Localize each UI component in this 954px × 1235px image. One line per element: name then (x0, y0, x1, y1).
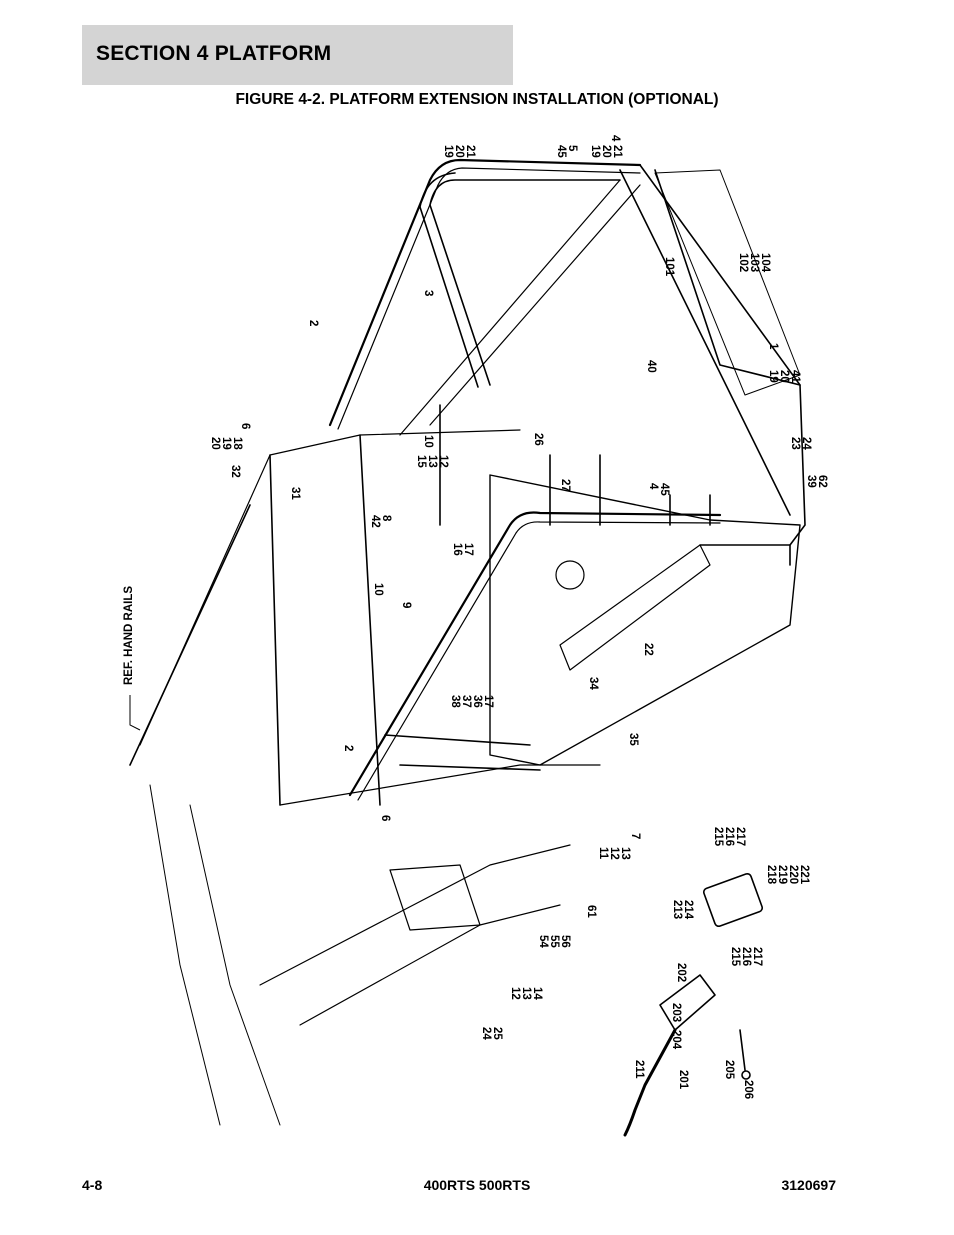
footer-doc-number: 3120697 (781, 1177, 836, 1193)
callout-label: 2324 (789, 437, 812, 450)
callout-label: 26 (532, 433, 544, 446)
section-header: SECTION 4 PLATFORM (82, 25, 513, 85)
callout-label: 211 (633, 1060, 645, 1079)
callout-label: 151312 (415, 455, 449, 468)
callout-label: 2 (307, 320, 319, 326)
callout-label: 218219220221 (765, 865, 810, 885)
callout-label: 9 (400, 602, 412, 608)
footer-page-number: 4-8 (82, 1177, 103, 1193)
section-title: SECTION 4 PLATFORM (96, 42, 332, 65)
callout-label: 1 (767, 343, 779, 350)
callout-label: 213214 (671, 900, 694, 920)
callout-label: 4 (609, 135, 621, 142)
callout-label: 2425 (480, 1027, 503, 1040)
callout-label: 38373617 (449, 695, 494, 708)
callout-label: 445 (647, 483, 670, 496)
callout-label: 6 (239, 423, 251, 429)
callout-label: 111213 (597, 847, 631, 860)
figure-title: FIGURE 4-2. PLATFORM EXTENSION INSTALLAT… (235, 91, 719, 108)
callout-label: 35 (627, 733, 639, 746)
callout-label: 10 (422, 435, 434, 448)
callout-label: 192041 (767, 370, 801, 383)
callout-label: 202 (675, 963, 687, 982)
ref-hand-rails-label: REF. HAND RAILS (123, 586, 141, 731)
callout-label: 10 (372, 583, 384, 596)
callout-label: 101 (663, 257, 675, 277)
callout-label: 204 (670, 1030, 682, 1050)
callout-label: 205 (723, 1060, 735, 1080)
callout-label: 3962 (805, 475, 828, 488)
callout-label: 1617 (451, 543, 474, 556)
callout-label: 455 (555, 145, 578, 158)
callout-label: 215216217 (712, 827, 746, 847)
callout-label: 203 (670, 1003, 682, 1022)
callout-label: 3 (422, 290, 434, 296)
callout-label: 201918 (209, 437, 243, 450)
callout-label: 40 (645, 360, 657, 373)
callout-label: 34 (587, 677, 599, 690)
callout-label: 201 (677, 1070, 689, 1090)
callout-label: 22 (642, 643, 654, 656)
callout-label: 7 (629, 833, 641, 839)
callout-label: 31 (289, 487, 301, 500)
callout-group: 192021 455 192021 4 2 3 101 102103104 40 1 192041 6… (209, 135, 828, 1099)
ref-hand-rails-text: REF. HAND RAILS (123, 586, 135, 685)
callout-label: 121314 (509, 987, 543, 1000)
callout-label: 102103104 (737, 253, 771, 273)
callout-label: 2 (342, 745, 354, 751)
callout-label: 215216217 (729, 947, 763, 967)
callout-label: 32 (229, 465, 241, 478)
callout-label: 206 (742, 1080, 754, 1099)
line-art (129, 158, 806, 1137)
callout-label: 192021 (442, 145, 476, 158)
callout-label: 545556 (537, 935, 571, 948)
callout-label: 6 (379, 815, 391, 821)
callout-label: 61 (585, 905, 597, 918)
callout-label: 428 (369, 515, 392, 528)
footer-model: 400RTS 500RTS (423, 1177, 531, 1193)
callout-label: 27 (559, 479, 571, 492)
callout-label: 192021 (589, 145, 623, 158)
